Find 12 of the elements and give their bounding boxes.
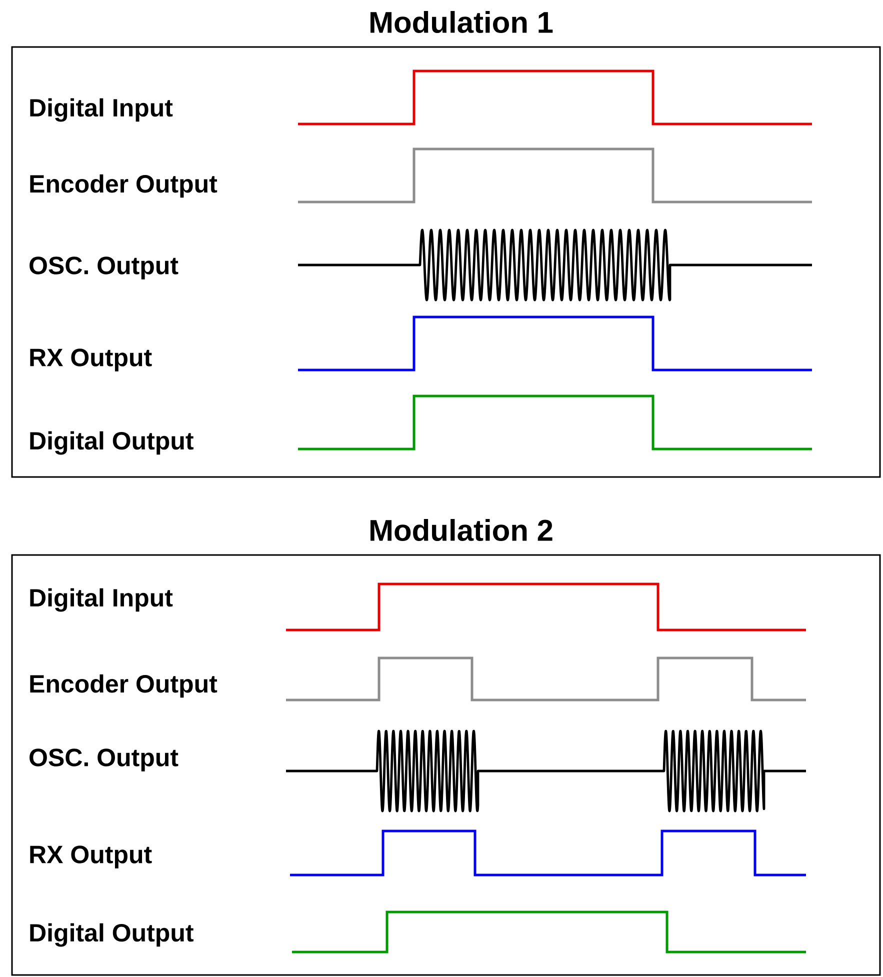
signal-label: RX Output: [30, 348, 152, 372]
signal-label: Encoder Output: [30, 674, 218, 698]
signal-label: Digital Output: [30, 923, 194, 947]
signal-label: Digital Output: [30, 431, 194, 455]
signal-label: Encoder Output: [30, 174, 218, 198]
signal-label: OSC. Output: [30, 748, 178, 772]
node-label: Modulation 2: [370, 518, 552, 542]
signal-label: Digital Input: [30, 588, 173, 612]
signal-label: Digital Input: [30, 98, 173, 122]
signal-label: OSC. Output: [30, 256, 178, 280]
node-label: Modulation 1: [370, 10, 553, 34]
signal-label: RX Output: [30, 846, 152, 868]
